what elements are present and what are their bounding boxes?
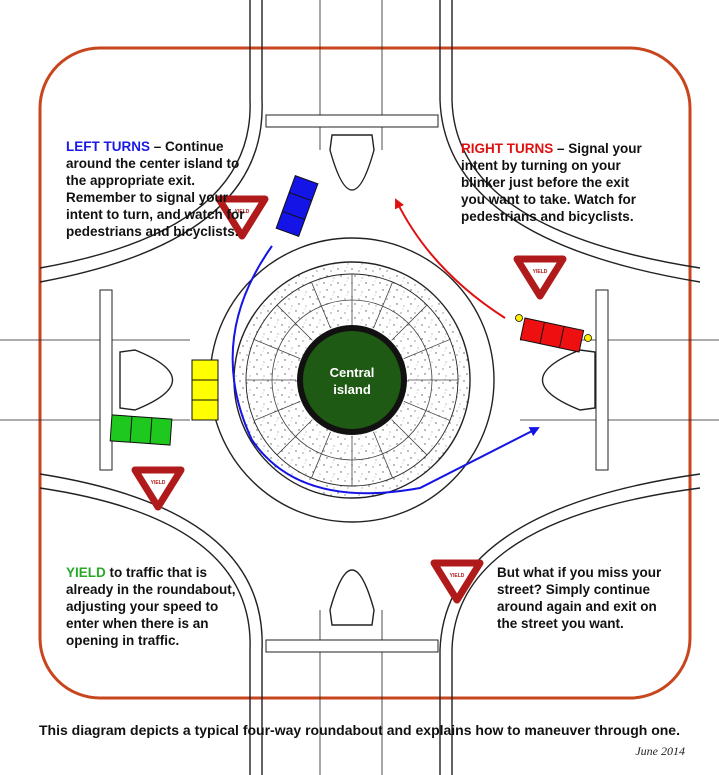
right-turns-body: – Signal your intent by turning on your … [461, 141, 642, 224]
left-turn-path-arrow [231, 245, 540, 495]
waiting-car-yellow [191, 359, 219, 421]
missed-street-body: But what if you miss your street? Simply… [497, 565, 662, 631]
yield-sign-southeast: YIELD [434, 563, 480, 600]
left-turns-callout: LEFT TURNS – Continue around the center … [66, 138, 246, 240]
missed-street-callout: But what if you miss your street? Simply… [497, 564, 667, 632]
left-turns-heading: LEFT TURNS [66, 139, 150, 154]
diagram-caption: This diagram depicts a typical four-way … [39, 722, 680, 738]
central-island-label: Central [330, 365, 375, 380]
crosswalks [99, 114, 609, 653]
publication-date: June 2014 [635, 744, 685, 758]
central-island [297, 325, 407, 435]
yield-sign-southwest: YIELD [135, 470, 181, 507]
yield-callout: YIELD to traffic that is already in the … [66, 564, 251, 649]
yield-sign-text: YIELD [533, 269, 548, 275]
right-turn-car [519, 317, 585, 353]
splitter-islands [119, 134, 596, 626]
yield-heading: YIELD [66, 565, 106, 580]
waiting-car-green [109, 414, 173, 446]
right-turns-callout: RIGHT TURNS – Signal your intent by turn… [461, 140, 651, 225]
yield-body: to traffic that is already in the rounda… [66, 565, 236, 648]
right-turn-blinkers [515, 314, 592, 342]
yield-sign-text: YIELD [450, 573, 465, 579]
left-turn-car [275, 174, 319, 238]
diagram-frame [38, 46, 692, 700]
yield-sign-northeast: YIELD [517, 259, 563, 296]
right-turns-heading: RIGHT TURNS [461, 141, 554, 156]
yield-sign-text: YIELD [235, 209, 250, 215]
central-island-label-2: island [333, 382, 371, 397]
right-turn-path-arrow [395, 198, 506, 319]
yield-sign-text: YIELD [151, 480, 166, 486]
left-turns-body: – Continue around the center island to t… [66, 139, 245, 239]
yield-sign-northwest: YIELD [219, 199, 265, 236]
